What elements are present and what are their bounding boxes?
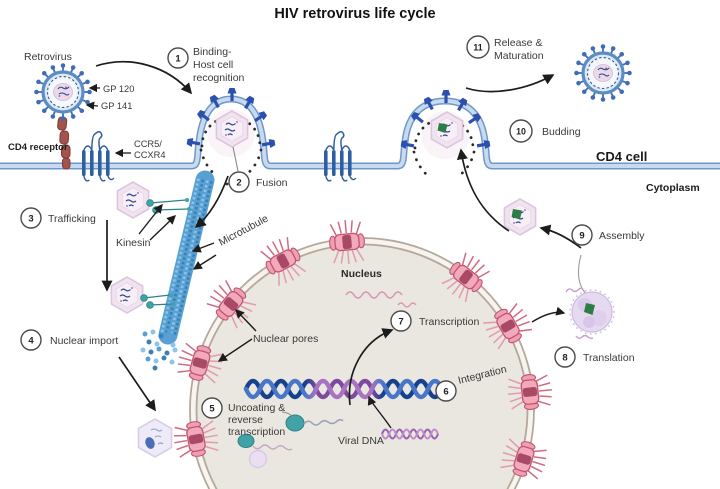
label-step11-line2: Maturation [494, 50, 544, 62]
tubulin-dots [140, 329, 178, 371]
budding-site [400, 90, 491, 179]
step5-connector [281, 411, 294, 419]
label-step9: Assembly [599, 230, 645, 242]
step-2-number: 2 [236, 178, 241, 189]
step-9-number: 9 [579, 231, 584, 242]
arrow-kinesin-2 [149, 215, 176, 241]
kinesin-motor-1 [146, 198, 191, 214]
coreceptor-graphic-middle [323, 130, 357, 182]
label-coreceptor-line1: CCR5/ [134, 139, 162, 149]
step-10-number: 10 [516, 127, 526, 137]
label-step7: Transcription [419, 316, 479, 328]
reverse-transcriptase-1 [285, 414, 344, 432]
retrovirus-virion [34, 63, 92, 121]
step-1-badge: 1 [167, 47, 189, 69]
label-nuclear-pores: Nuclear pores [253, 333, 318, 345]
nuclear-import-capsid [137, 418, 173, 458]
label-step11-line1: Release & [494, 37, 542, 49]
mrna-strand-line [577, 254, 587, 295]
label-step8: Translation [583, 352, 635, 364]
step-badges: 1 2 3 4 5 6 7 8 9 10 11 [20, 35, 593, 419]
released-virion [574, 44, 632, 102]
step-5-number: 5 [209, 404, 215, 415]
step-10-badge: 10 [509, 119, 533, 143]
step-4-badge: 4 [20, 329, 42, 351]
step-11-number: 11 [473, 43, 482, 53]
integrated-dna-helix [243, 378, 445, 400]
arrow-binding [95, 60, 193, 95]
capsid-on-microtubule-2 [110, 276, 144, 314]
step-11-badge: 11 [466, 35, 490, 59]
arrow-pore-to-translation [531, 306, 566, 323]
translation-ribosome [565, 287, 615, 339]
step-6-badge: 6 [435, 380, 457, 402]
step-8-badge: 8 [554, 346, 576, 368]
label-retrovirus: Retrovirus [24, 51, 72, 63]
coreceptor-graphic-left [81, 130, 115, 182]
step-8-number: 8 [562, 353, 567, 364]
step-9-badge: 9 [571, 224, 593, 246]
label-cd4-cell: CD4 cell [596, 149, 647, 164]
arrow-transcription [348, 328, 394, 406]
capsid-on-microtubule-1 [116, 181, 150, 219]
step-3-badge: 3 [20, 207, 42, 229]
step-7-number: 7 [398, 317, 403, 328]
arrows [95, 60, 582, 429]
label-step1-line3: recognition [193, 72, 245, 84]
microtubule [158, 170, 215, 345]
label-step5-line2: reverse [228, 414, 263, 426]
gp-arrows [85, 83, 131, 158]
arrow-assembly-to-budding [456, 148, 510, 232]
label-step10: Budding [542, 126, 581, 138]
label-kinesin: Kinesin [116, 237, 151, 249]
label-gp141: GP 141 [101, 101, 132, 111]
arrow-microtubule-2 [192, 254, 217, 270]
label-microtubule: Microtubule [217, 212, 271, 248]
label-step2: Fusion [256, 177, 288, 189]
step-4-number: 4 [28, 336, 34, 347]
viral-capsid-fusion [215, 110, 249, 148]
arrow-release [465, 74, 555, 93]
diagram-title: HIV retrovirus life cycle [274, 6, 435, 22]
step-6-number: 6 [443, 387, 448, 398]
label-nucleus: Nucleus [341, 268, 382, 280]
arrow-microtubule-1 [191, 242, 215, 253]
cd4-receptor-graphic [57, 116, 71, 170]
label-cytoplasm: Cytoplasm [646, 182, 700, 194]
step-5-badge: 5 [201, 397, 223, 419]
arrow-nuclear-import [118, 356, 156, 412]
arrow-nuclear-pore-2 [217, 338, 253, 362]
arrow-nuclear-pore-1 [235, 309, 257, 332]
uncoating-blob [248, 449, 268, 469]
reverse-transcriptase-2 [237, 434, 293, 451]
label-step5-line1: Uncoating & [228, 402, 285, 414]
label-step3: Trafficking [48, 213, 96, 225]
mrna-squiggle-nucleus [345, 291, 417, 308]
viral-dna-fragment [381, 428, 439, 440]
label-coreceptor-line2: CCXR4 [134, 150, 166, 160]
assembly-capsid [503, 198, 537, 236]
kinesin-motor-2 [140, 293, 175, 309]
step-3-number: 3 [28, 214, 33, 225]
label-gp120: GP 120 [103, 84, 134, 94]
label-step1-line2: Host cell [193, 59, 233, 71]
step-2-badge: 2 [228, 171, 250, 193]
label-cd4-receptor: CD4 receptor [8, 142, 68, 153]
viral-capsid-budding [430, 111, 464, 149]
label-step5-line3: transcription [228, 426, 285, 438]
arrow-translation-to-assembly [539, 224, 582, 249]
fusion-site [186, 88, 276, 188]
label-viral-dna: Viral DNA [338, 435, 384, 447]
label-step4: Nuclear import [50, 335, 118, 347]
step-1-number: 1 [175, 54, 181, 65]
arrow-kinesin-1 [138, 203, 163, 235]
step-7-badge: 7 [390, 310, 412, 332]
arrow-viral-dna [367, 395, 392, 429]
arrow-fusion-to-microtubule [194, 175, 229, 229]
label-step1-line1: Binding- [193, 46, 232, 58]
